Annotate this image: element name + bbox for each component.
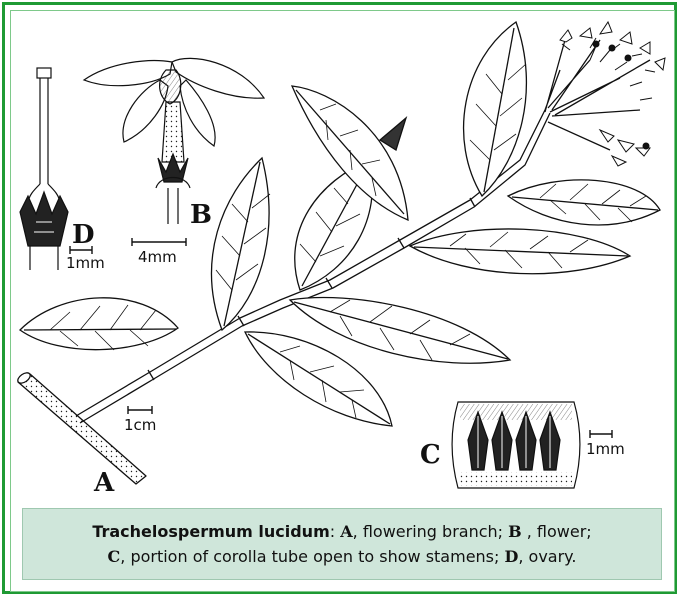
label-a: A bbox=[94, 468, 115, 498]
leaf-right-lower bbox=[408, 228, 632, 275]
leaf-top-folded bbox=[290, 85, 409, 222]
caption-line-2: C, portion of corolla tube open to show … bbox=[23, 544, 661, 569]
flowering-branch-a bbox=[17, 39, 651, 485]
leaf-bottom-center bbox=[243, 331, 393, 427]
leaf-lower-left bbox=[18, 297, 179, 351]
flower-b bbox=[82, 57, 266, 224]
scale-label-a: 1cm bbox=[124, 416, 157, 434]
corolla-tube bbox=[161, 101, 185, 163]
scale-bar-d bbox=[69, 246, 93, 254]
label-c: C bbox=[420, 440, 441, 470]
scale-bar-b bbox=[131, 238, 187, 246]
caption-letter-a: A bbox=[340, 522, 353, 541]
scale-bar-c bbox=[589, 430, 613, 438]
leaves bbox=[18, 20, 661, 427]
figure-caption: Trachelospermum lucidum: A, flowering br… bbox=[22, 508, 662, 580]
scale-bars bbox=[69, 238, 613, 438]
leaf-right-upper bbox=[506, 179, 661, 226]
caption-sep: : bbox=[329, 522, 341, 541]
leaf-upright-left bbox=[210, 156, 271, 332]
caption-text-c: , portion of corolla tube open to show s… bbox=[120, 547, 505, 566]
species-name: Trachelospermum lucidum bbox=[92, 522, 330, 541]
scale-bar-a bbox=[127, 406, 153, 414]
caption-letter-d: D bbox=[504, 547, 519, 566]
scale-label-b: 4mm bbox=[138, 248, 177, 266]
caption-text-d: , ovary. bbox=[518, 547, 577, 566]
leaf-center-lower bbox=[288, 296, 512, 364]
leaf-top-right bbox=[463, 20, 527, 198]
caption-letter-c: C bbox=[107, 547, 121, 566]
style bbox=[39, 78, 49, 184]
label-d: D bbox=[72, 220, 95, 250]
caption-text-a: , flowering branch; bbox=[352, 522, 509, 541]
calyx-d bbox=[19, 190, 69, 247]
scale-label-c: 1mm bbox=[586, 440, 625, 458]
inflorescence-flowers bbox=[559, 20, 666, 167]
caption-line-1: Trachelospermum lucidum: A, flowering br… bbox=[23, 519, 661, 544]
calyx-b bbox=[155, 152, 191, 189]
inner-border bbox=[10, 10, 675, 592]
ovary-d bbox=[19, 67, 69, 270]
scale-label-d: 1mm bbox=[66, 254, 105, 272]
corolla-section-c bbox=[451, 401, 581, 489]
label-b: B bbox=[190, 200, 212, 230]
corolla-lobes bbox=[82, 57, 266, 147]
caption-text-b: , flower; bbox=[521, 522, 592, 541]
caption-letter-b: B bbox=[508, 522, 522, 541]
